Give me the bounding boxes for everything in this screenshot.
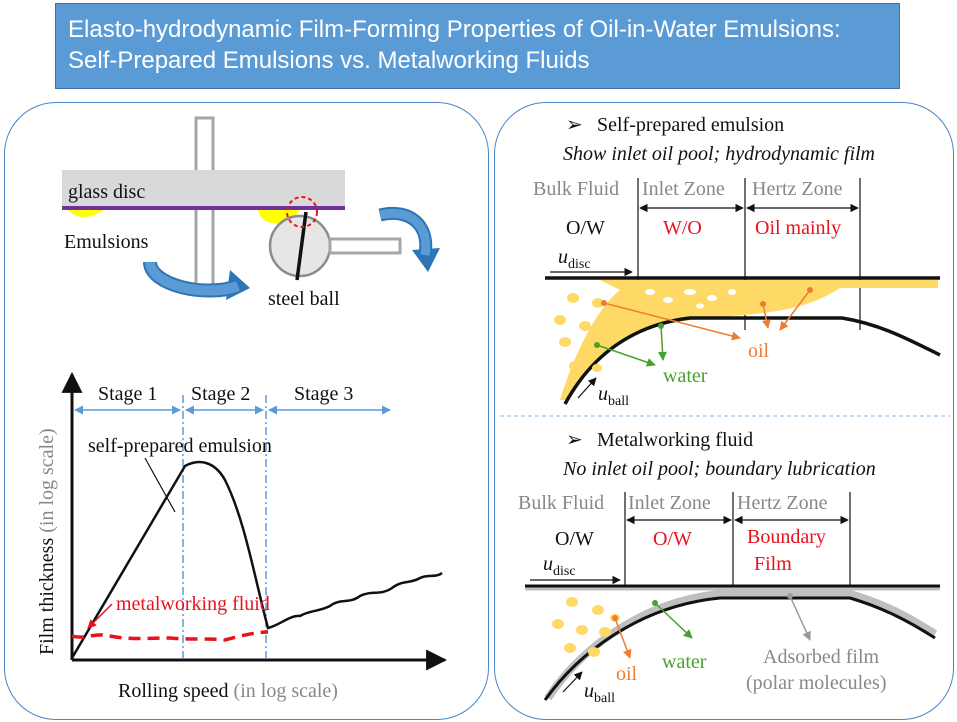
emulsion-droplet: [68, 210, 104, 217]
water-label-top: water: [663, 365, 708, 387]
phase-film: Film: [754, 553, 792, 575]
title-line-2: Self-Prepared Emulsions vs. Metalworking…: [68, 47, 590, 74]
phase-wo: W/O: [663, 217, 702, 239]
metalworking-bullet: ➢: [566, 429, 583, 451]
self-prepared-leader: [144, 457, 176, 513]
stage-1-label: Stage 1: [98, 383, 157, 405]
metalworking-heading: Metalworking fluid: [597, 429, 753, 451]
inlet-zone-label-2: Inlet Zone: [628, 492, 711, 514]
bulk-fluid-label: Bulk Fluid: [533, 178, 619, 200]
steel-ball-label: steel ball: [268, 288, 340, 310]
bulk-fluid-label-2: Bulk Fluid: [518, 492, 604, 514]
x-axis-title: Rolling speed (in log scale): [118, 680, 338, 702]
metalworking-section: ➢ Metalworking fluid No inlet oil pool; …: [518, 429, 940, 706]
stage-2-label: Stage 2: [191, 383, 250, 405]
phase-oil-mainly: Oil mainly: [755, 217, 841, 239]
u-ball-label-bottom: uball: [584, 680, 615, 706]
stage-3-label: Stage 3: [294, 383, 353, 405]
self-prepared-bullet: ➢: [566, 114, 583, 136]
glass-disc-label: glass disc: [68, 181, 145, 203]
self-prepared-heading: Self-prepared emulsion: [597, 114, 784, 136]
oil-droplets-2: [552, 597, 620, 657]
glass-disc: [62, 170, 345, 208]
phase-ow-bulk: O/W: [555, 528, 594, 550]
self-prepared-emulsion-label: self-prepared emulsion: [88, 435, 272, 457]
phase-ow: O/W: [566, 217, 605, 239]
water-droplets: [645, 289, 736, 309]
y-axis-title: Film thickness (in log scale): [36, 428, 58, 655]
phase-boundary: Boundary: [747, 526, 826, 548]
metalworking-fluid-label: metalworking fluid: [116, 593, 270, 615]
self-prepared-emulsion-curve: [70, 460, 443, 659]
oil-droplets: [554, 293, 616, 372]
ball-axle: [328, 237, 402, 255]
u-ball-label-top: uball: [598, 383, 629, 409]
title-banner: Elasto-hydrodynamic Film-Forming Propert…: [55, 3, 900, 89]
self-prepared-subheading: Show inlet oil pool; hydrodynamic film: [563, 143, 875, 165]
oil-film: [560, 280, 938, 400]
phase-ow-inlet: O/W: [653, 528, 692, 550]
film-thickness-chart: Stage 1 Stage 2 Stage 3 self-prepared em…: [36, 371, 448, 702]
title-line-1: Elasto-hydrodynamic Film-Forming Propert…: [68, 16, 841, 43]
emulsions-label: Emulsions: [64, 231, 149, 253]
adsorbed-film-label: Adsorbed film: [763, 646, 880, 668]
metalworking-subheading: No inlet oil pool; boundary lubrication: [562, 458, 876, 480]
hertz-zone-label-2: Hertz Zone: [737, 492, 828, 514]
ball-surface: [563, 316, 941, 405]
hertz-zone-label: Hertz Zone: [752, 178, 843, 200]
u-disc-label-top: udisc: [558, 246, 591, 272]
self-prepared-section: ➢ Self-prepared emulsion Show inlet oil …: [533, 114, 941, 409]
oil-label-bottom: oil: [616, 663, 638, 685]
water-label-bottom: water: [662, 651, 707, 673]
oil-label-top: oil: [748, 340, 770, 362]
u-disc-label-bottom: udisc: [543, 553, 576, 579]
polar-molecules-label: (polar molecules): [746, 672, 887, 694]
inlet-zone-label: Inlet Zone: [642, 178, 725, 200]
metalworking-leader: [87, 603, 113, 629]
apparatus-illustration: glass disc Emulsions steel ball: [62, 116, 440, 310]
ball-surface-2: [543, 596, 936, 701]
contact-highlight: [286, 196, 318, 228]
metalworking-fluid-curve: [71, 630, 269, 642]
